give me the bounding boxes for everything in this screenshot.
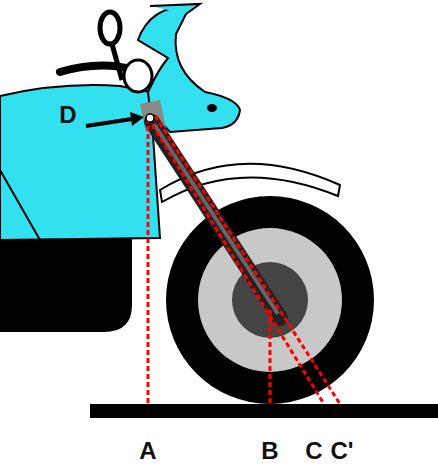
vertical-line-a: [147, 118, 150, 404]
leader-line: [86, 119, 132, 126]
point-label: C: [305, 438, 322, 464]
pivot-point: [146, 114, 154, 122]
bar-clamp: [124, 60, 152, 92]
point-label: B: [261, 438, 278, 464]
fork-highlight: [154, 124, 278, 314]
point-label: A: [139, 438, 156, 464]
ground: [90, 404, 438, 418]
tank-seam: [0, 170, 40, 240]
fork-tube: [152, 122, 280, 318]
fuel-tank: [0, 85, 160, 240]
fork-axis-c-prime: [155, 116, 340, 404]
headlight: [207, 104, 217, 112]
point-label: D: [59, 102, 76, 128]
leader-arrowhead: [130, 112, 144, 126]
mirror: [100, 12, 120, 44]
steering-axis-c: [148, 118, 324, 404]
windscreen: [150, 4, 200, 14]
point-label: C': [330, 438, 353, 464]
vertical-line-b: [269, 310, 272, 404]
fairing: [138, 6, 240, 132]
